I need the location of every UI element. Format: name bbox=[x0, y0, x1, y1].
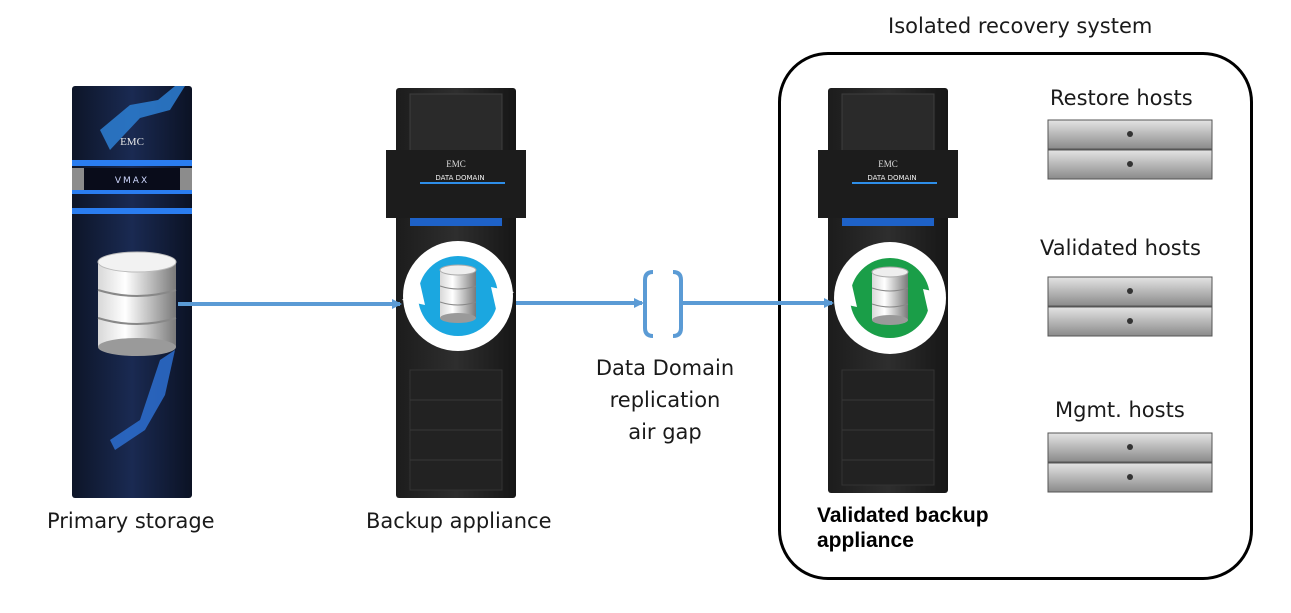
air-gap-label-line-2: replication bbox=[609, 388, 721, 412]
isolated-recovery-box bbox=[778, 52, 1253, 580]
validated-dd-model-text: DATA DOMAIN bbox=[867, 174, 916, 182]
vmax-model-text: VMAX bbox=[115, 176, 149, 186]
air-gap-label-line-1: Data Domain bbox=[595, 356, 735, 380]
backup-sync-icon bbox=[402, 241, 514, 351]
validated-backup-label-line-1: Validated backup bbox=[817, 504, 989, 527]
mgmt-hosts-label: Mgmt. hosts bbox=[1055, 398, 1185, 422]
dd-brand-text: EMC bbox=[446, 159, 466, 169]
restore-hosts-label: Restore hosts bbox=[1050, 86, 1193, 110]
backup-appliance-label: Backup appliance bbox=[366, 509, 552, 533]
validated-backup-label: Validated backup appliance bbox=[817, 503, 989, 553]
primary-storage-label: Primary storage bbox=[47, 509, 215, 533]
validated-dd-brand-text: EMC bbox=[878, 159, 898, 169]
mgmt-hosts-server-icon bbox=[1047, 432, 1213, 493]
validated-backup-label-line-2: appliance bbox=[817, 529, 914, 552]
validated-hosts-label: Validated hosts bbox=[1040, 236, 1201, 260]
air-gap-right-bracket bbox=[672, 270, 683, 338]
primary-database-icon bbox=[97, 251, 177, 356]
vmax-brand-text: EMC bbox=[120, 136, 144, 148]
air-gap-label-line-3: air gap bbox=[628, 420, 702, 444]
validated-sync-icon bbox=[834, 242, 946, 354]
air-gap-left-bracket bbox=[643, 270, 654, 338]
dd-model-text: DATA DOMAIN bbox=[435, 174, 484, 182]
air-gap-label: Data Domain replication air gap bbox=[570, 352, 760, 448]
validated-hosts-server-icon bbox=[1047, 276, 1213, 337]
isolated-recovery-title: Isolated recovery system bbox=[888, 14, 1153, 38]
restore-hosts-server-icon bbox=[1047, 119, 1213, 180]
